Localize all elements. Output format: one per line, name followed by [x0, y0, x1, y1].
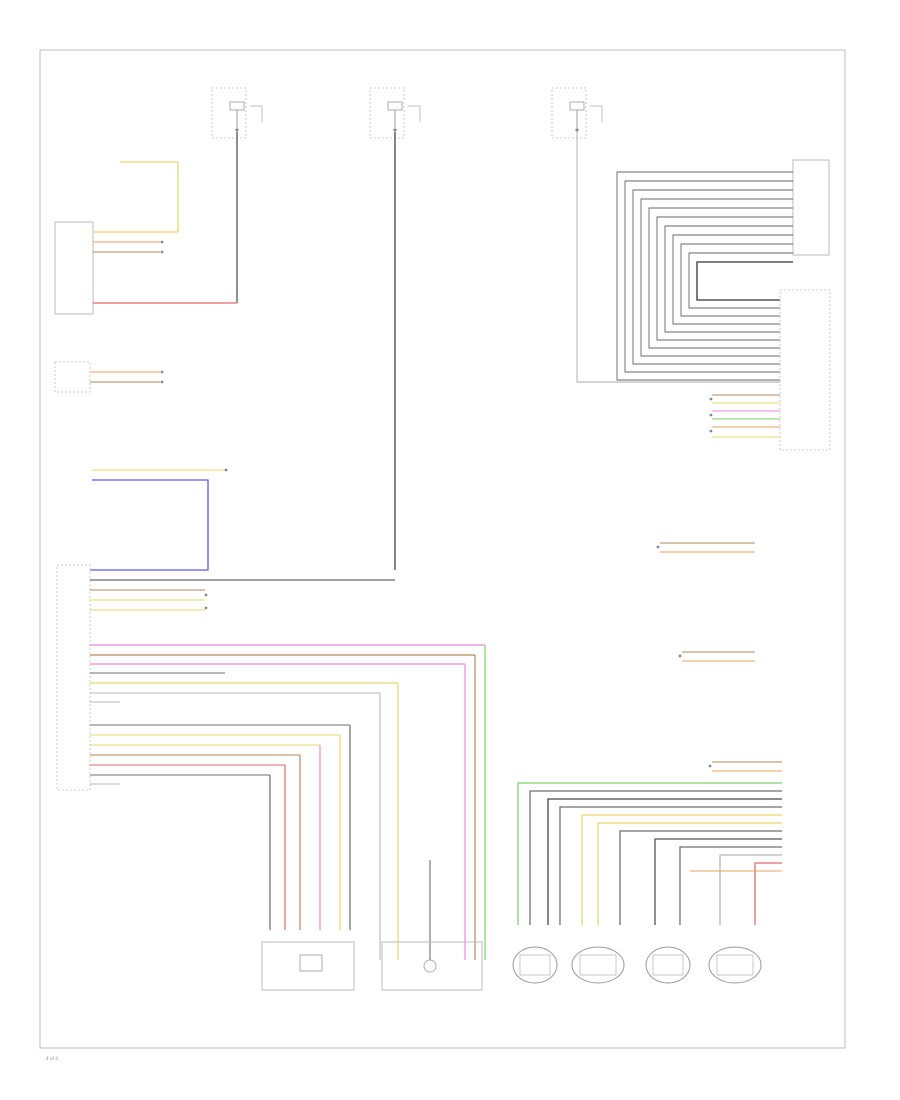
- wheel-sensor-harness: [517, 782, 782, 925]
- module-box-upper-left: [54, 161, 237, 315]
- transmission-wires: [656, 542, 782, 772]
- page-id: 4 of 4: [46, 1056, 58, 1061]
- fuse-group-1: [211, 87, 263, 139]
- fuse-group-3: [551, 87, 603, 139]
- wheel-sensor-1: [512, 946, 558, 984]
- wheel-sensor-4: [708, 946, 762, 984]
- wheel-sensor-2: [571, 946, 625, 984]
- vertical-drops-left: [269, 645, 486, 960]
- fuse-group-2: [369, 87, 421, 139]
- component-bottom-left: [261, 941, 355, 991]
- component-bottom-center: [381, 941, 483, 991]
- harness-right: [577, 159, 831, 451]
- right-short-wires: [709, 394, 780, 438]
- sensor-blue: [90, 468, 228, 571]
- wheel-sensor-3: [645, 946, 691, 984]
- module-box-small: [54, 361, 164, 393]
- diagram-border: [39, 49, 846, 1049]
- engine-control-module: [56, 564, 485, 791]
